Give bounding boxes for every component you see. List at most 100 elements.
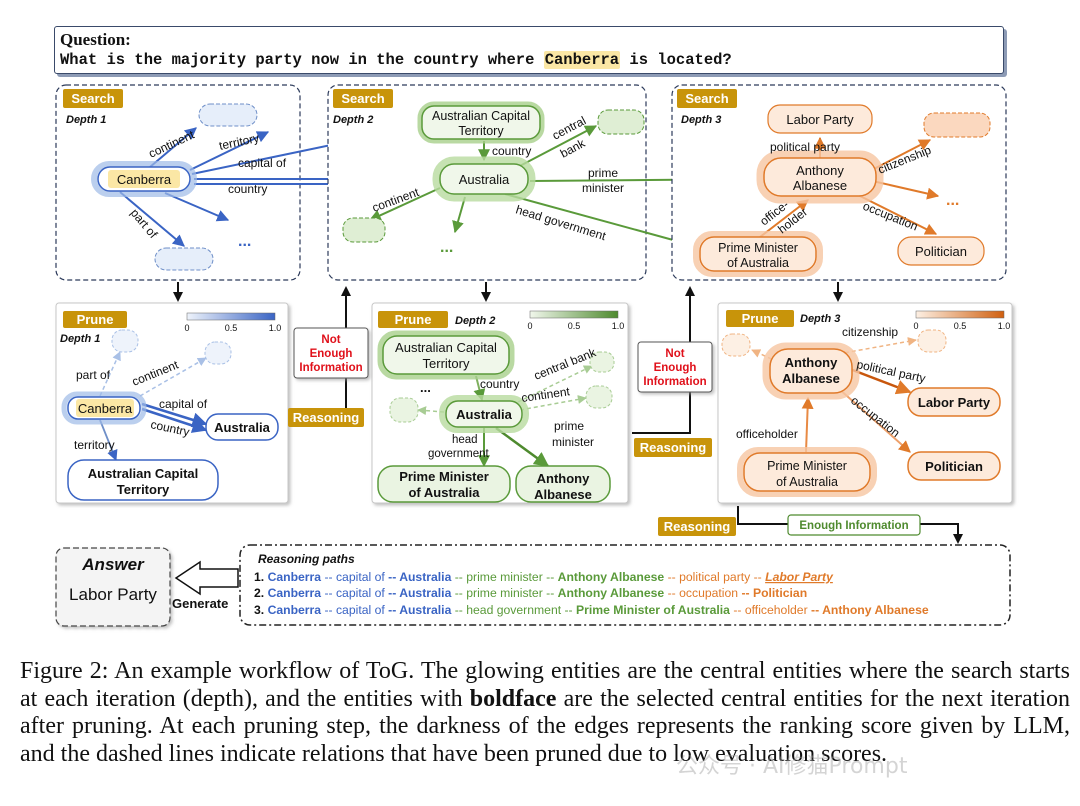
- not-enough-1-line2: Enough: [310, 348, 353, 360]
- question-text-before: What is the majority party now in the co…: [60, 51, 544, 69]
- path-2-segment: Anthony Albanese: [558, 586, 665, 600]
- reasoning-path-3: 3. Canberra -- capital of -- Australia -…: [254, 603, 929, 617]
- tog-workflow-diagram: Search Depth 1 ... Canberra continent te…: [55, 84, 1013, 627]
- answer-value: Labor Party: [69, 585, 157, 604]
- question-text-after: is located?: [620, 51, 732, 69]
- rel-country-2: country: [492, 144, 531, 158]
- path-1-segment: -- prime minister --: [451, 570, 557, 584]
- path-2-segment: -- Australia: [388, 586, 451, 600]
- scale3-tick-max: 1.0: [998, 321, 1011, 331]
- path-2-segment: 2.: [254, 586, 268, 600]
- reasoning-step-2: Not Enough Information Reasoning: [632, 286, 713, 457]
- answer-label: Answer: [81, 555, 145, 574]
- entity-politician-prune: Politician: [925, 459, 983, 474]
- not-enough-1-line3: Information: [299, 362, 362, 374]
- generate-label: Generate: [172, 596, 228, 611]
- reasoning-paths-title: Reasoning paths: [258, 552, 355, 566]
- rel-head-government-p2b: government: [428, 448, 490, 460]
- rel-capital-of-1: capital of: [238, 156, 287, 170]
- answer-box: Answer Labor Party: [55, 547, 171, 627]
- entity-australia-prune-1: Australia: [214, 420, 270, 435]
- entity-act-search-line1: Australian Capital: [432, 109, 530, 123]
- path-2-segment: -- capital of: [321, 586, 388, 600]
- scale2-tick-0: 0: [527, 321, 532, 331]
- not-enough-2-line1: Not: [665, 348, 684, 360]
- rel-country-1: country: [228, 182, 267, 196]
- entity-act-prune2-line1: Australian Capital: [395, 340, 497, 355]
- scale2-tick-mid: 0.5: [568, 321, 581, 331]
- rel-prime-minister-p2a: prime: [554, 419, 584, 433]
- rel-capital-of-p1: capital of: [159, 397, 208, 411]
- ellipsis-depth1: ...: [238, 233, 251, 250]
- reasoning-tag-2: Reasoning: [640, 440, 707, 455]
- search-tag-2: Search: [341, 91, 384, 106]
- entity-albanese-prune2-line2: Albanese: [534, 487, 592, 502]
- scale1-tick-0: 0: [184, 323, 189, 333]
- reasoning-paths-box: Reasoning paths 1. Canberra -- capital o…: [239, 544, 1011, 626]
- enough-information-label: Enough Information: [799, 520, 908, 532]
- prune-tag-1: Prune: [77, 312, 114, 327]
- entity-act-prune1-line2: Territory: [117, 482, 170, 497]
- question-entity-highlight: Canberra: [543, 51, 621, 69]
- entity-canberra-prune: Canberra: [78, 401, 133, 416]
- search-panel-depth1: Search Depth 1 ... Canberra continent te…: [55, 84, 438, 281]
- search-panel-depth2: Search Depth 2 Australian Capital Territ…: [327, 84, 762, 281]
- path-3-segment: -- head government --: [451, 603, 576, 617]
- entity-pm-prune2-line1: Prime Minister: [399, 469, 489, 484]
- prune-panel-depth2: Prune Depth 2 0 0.5 1.0 Australian Capit…: [371, 302, 629, 504]
- path-1-segment: -- capital of: [321, 570, 388, 584]
- not-enough-1-line1: Not: [321, 334, 340, 346]
- reasoning-tag-3: Reasoning: [664, 519, 731, 534]
- path-1-segment: Canberra: [268, 570, 322, 584]
- reasoning-step-1: Not Enough Information Reasoning: [288, 286, 369, 427]
- not-enough-2-line2: Enough: [654, 362, 697, 374]
- depth-label-prune-1: Depth 1: [60, 333, 100, 345]
- entity-act-search-line2: Territory: [458, 124, 504, 138]
- path-1-segment: -- political party --: [664, 570, 765, 584]
- entity-albanese-prune3-line1: Anthony: [785, 355, 838, 370]
- rel-territory-p1: territory: [74, 438, 115, 452]
- watermark: 公众号 · AI修猫Prompt: [676, 754, 908, 779]
- prune-tag-2: Prune: [395, 312, 432, 327]
- score-scale-green: [529, 310, 619, 319]
- reasoning-path-2: 2. Canberra -- capital of -- Australia -…: [254, 586, 807, 600]
- rel-officeholder-p3: officeholder: [736, 427, 798, 441]
- path-2-segment: -- occupation: [664, 586, 741, 600]
- search-panel-depth3: Search Depth 3 Labor Party ... Anthony A…: [671, 84, 1007, 281]
- scale1-tick-max: 1.0: [269, 323, 282, 333]
- score-scale-blue: [186, 312, 276, 321]
- entity-pm-search-line1: Prime Minister: [718, 241, 798, 255]
- entity-pm-prune3-line2: of Australia: [776, 475, 838, 489]
- rel-political-party-3: political party: [770, 140, 840, 154]
- generate-arrow: Generate: [172, 560, 239, 611]
- rel-prime-minister-2a: prime: [588, 166, 618, 180]
- rel-prime-minister-p2b: minister: [552, 435, 594, 449]
- prune-panel-depth3: Prune Depth 3 0 0.5 1.0 Anthony Albanese…: [717, 302, 1013, 504]
- caption-part1: Figure 2: An example workflow of ToG. Th…: [20, 658, 1070, 712]
- entity-labor-party-search: Labor Party: [786, 112, 854, 127]
- rel-part-of-p1: part of: [76, 368, 111, 382]
- path-2-segment: -- prime minister --: [451, 586, 557, 600]
- entity-australia-search: Australia: [459, 172, 510, 187]
- entity-act-prune2-line2: Territory: [423, 356, 470, 371]
- entity-albanese-prune2-line1: Anthony: [537, 471, 590, 486]
- entity-australia-prune-2: Australia: [456, 407, 512, 422]
- path-2-segment: Canberra: [268, 586, 322, 600]
- entity-albanese-search-line1: Anthony: [796, 163, 844, 178]
- scale2-tick-max: 1.0: [612, 321, 625, 331]
- prune-tag-3: Prune: [742, 311, 779, 326]
- ellipsis-depth2: ...: [440, 239, 453, 256]
- entity-albanese-prune3-line2: Albanese: [782, 371, 840, 386]
- search-tag-1: Search: [71, 91, 114, 106]
- rel-head-government-p2a: head: [452, 434, 478, 446]
- depth-label-search-2: Depth 2: [333, 114, 373, 126]
- depth-label-search-1: Depth 1: [66, 114, 106, 126]
- search-tag-3: Search: [685, 91, 728, 106]
- path-3-segment: -- officeholder: [730, 603, 811, 617]
- reasoning-path-1: 1. Canberra -- capital of -- Australia -…: [254, 570, 834, 584]
- path-1-segment: 1.: [254, 570, 268, 584]
- path-1-segment: Anthony Albanese: [558, 570, 665, 584]
- path-3-segment: -- capital of: [321, 603, 388, 617]
- path-1-segment: Labor Party: [765, 570, 834, 584]
- entity-canberra-search: Canberra: [117, 172, 172, 187]
